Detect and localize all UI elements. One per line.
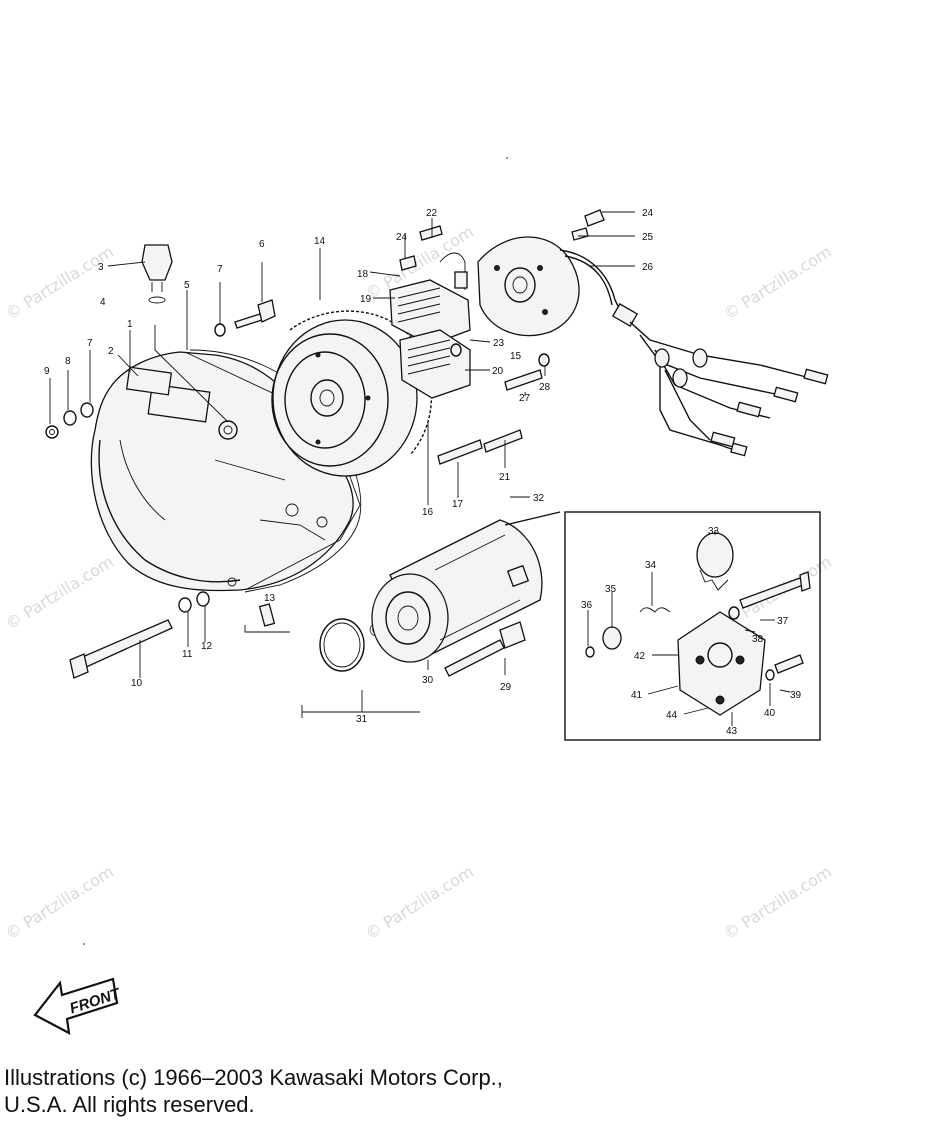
callout-39: 39 [790, 690, 802, 701]
callout-26: 26 [642, 262, 654, 273]
callout-22: 22 [426, 208, 438, 219]
callout-30: 30 [422, 675, 434, 686]
callout-3: 3 [98, 262, 104, 273]
rotor-flywheel [271, 310, 433, 477]
callout-24b: 24 [642, 208, 654, 219]
callout-37: 37 [777, 616, 789, 627]
callout-42: 42 [634, 651, 646, 662]
callout-20: 20 [492, 366, 504, 377]
callout-44: 44 [666, 710, 678, 721]
callout-7b: 7 [87, 338, 93, 349]
callout-29: 29 [500, 682, 512, 693]
copyright-line-2: U.S.A. All rights reserved. [4, 1092, 255, 1117]
watermark: © Partzilla.com [2, 862, 117, 944]
callout-6: 6 [259, 239, 265, 250]
callout-8: 8 [65, 356, 71, 367]
callout-33: 33 [708, 526, 720, 537]
front-arrow: FRONT [33, 977, 124, 1035]
callout-28: 28 [539, 382, 551, 393]
callout-2: 2 [108, 346, 114, 357]
callout-27: 27 [519, 393, 531, 404]
copyright-notice: Illustrations (c) 1966–2003 Kawasaki Mot… [4, 1064, 503, 1118]
stator-assembly [389, 225, 580, 399]
callout-38: 38 [752, 634, 764, 645]
callout-40: 40 [764, 708, 776, 719]
callout-1: 1 [127, 319, 133, 330]
callout-9: 9 [44, 366, 50, 377]
callout-4: 4 [100, 297, 106, 308]
callout-13: 13 [264, 593, 276, 604]
center-hardware [437, 353, 550, 465]
callout-25: 25 [642, 232, 654, 243]
watermark: © Partzilla.com [720, 862, 835, 944]
callout-21: 21 [499, 472, 511, 483]
callout-34: 34 [645, 560, 657, 571]
callout-labels: 1 2 3 4 5 6 7 7 8 9 10 11 12 13 14 15 16… [44, 208, 802, 737]
callout-11: 11 [182, 649, 193, 660]
left-hardware [45, 244, 290, 679]
starter-clutch-detail [564, 511, 821, 741]
callout-12: 12 [201, 641, 213, 652]
callout-14: 14 [314, 236, 326, 247]
copyright-line-1: Illustrations (c) 1966–2003 Kawasaki Mot… [4, 1065, 503, 1090]
callout-43: 43 [726, 726, 738, 737]
watermark: © Partzilla.com [2, 242, 117, 324]
callout-15: 15 [510, 351, 522, 362]
callout-36: 36 [581, 600, 593, 611]
callout-5: 5 [184, 280, 190, 291]
callout-41: 41 [631, 690, 643, 701]
callout-31: 31 [356, 714, 368, 725]
callout-32: 32 [533, 493, 545, 504]
callout-10: 10 [131, 678, 143, 689]
starter-motor [301, 511, 561, 718]
callout-35: 35 [605, 584, 617, 595]
callout-17: 17 [452, 499, 464, 510]
leader-lines [49, 211, 791, 726]
watermark: © Partzilla.com [2, 552, 117, 634]
callout-16: 16 [422, 507, 434, 518]
callout-19: 19 [360, 294, 372, 305]
callout-7a: 7 [217, 264, 223, 275]
watermark: © Partzilla.com [720, 242, 835, 324]
wiring-harness [559, 209, 829, 457]
watermark: © Partzilla.com [362, 862, 477, 944]
callout-18: 18 [357, 269, 369, 280]
callout-24a: 24 [396, 232, 408, 243]
callout-23: 23 [493, 338, 505, 349]
